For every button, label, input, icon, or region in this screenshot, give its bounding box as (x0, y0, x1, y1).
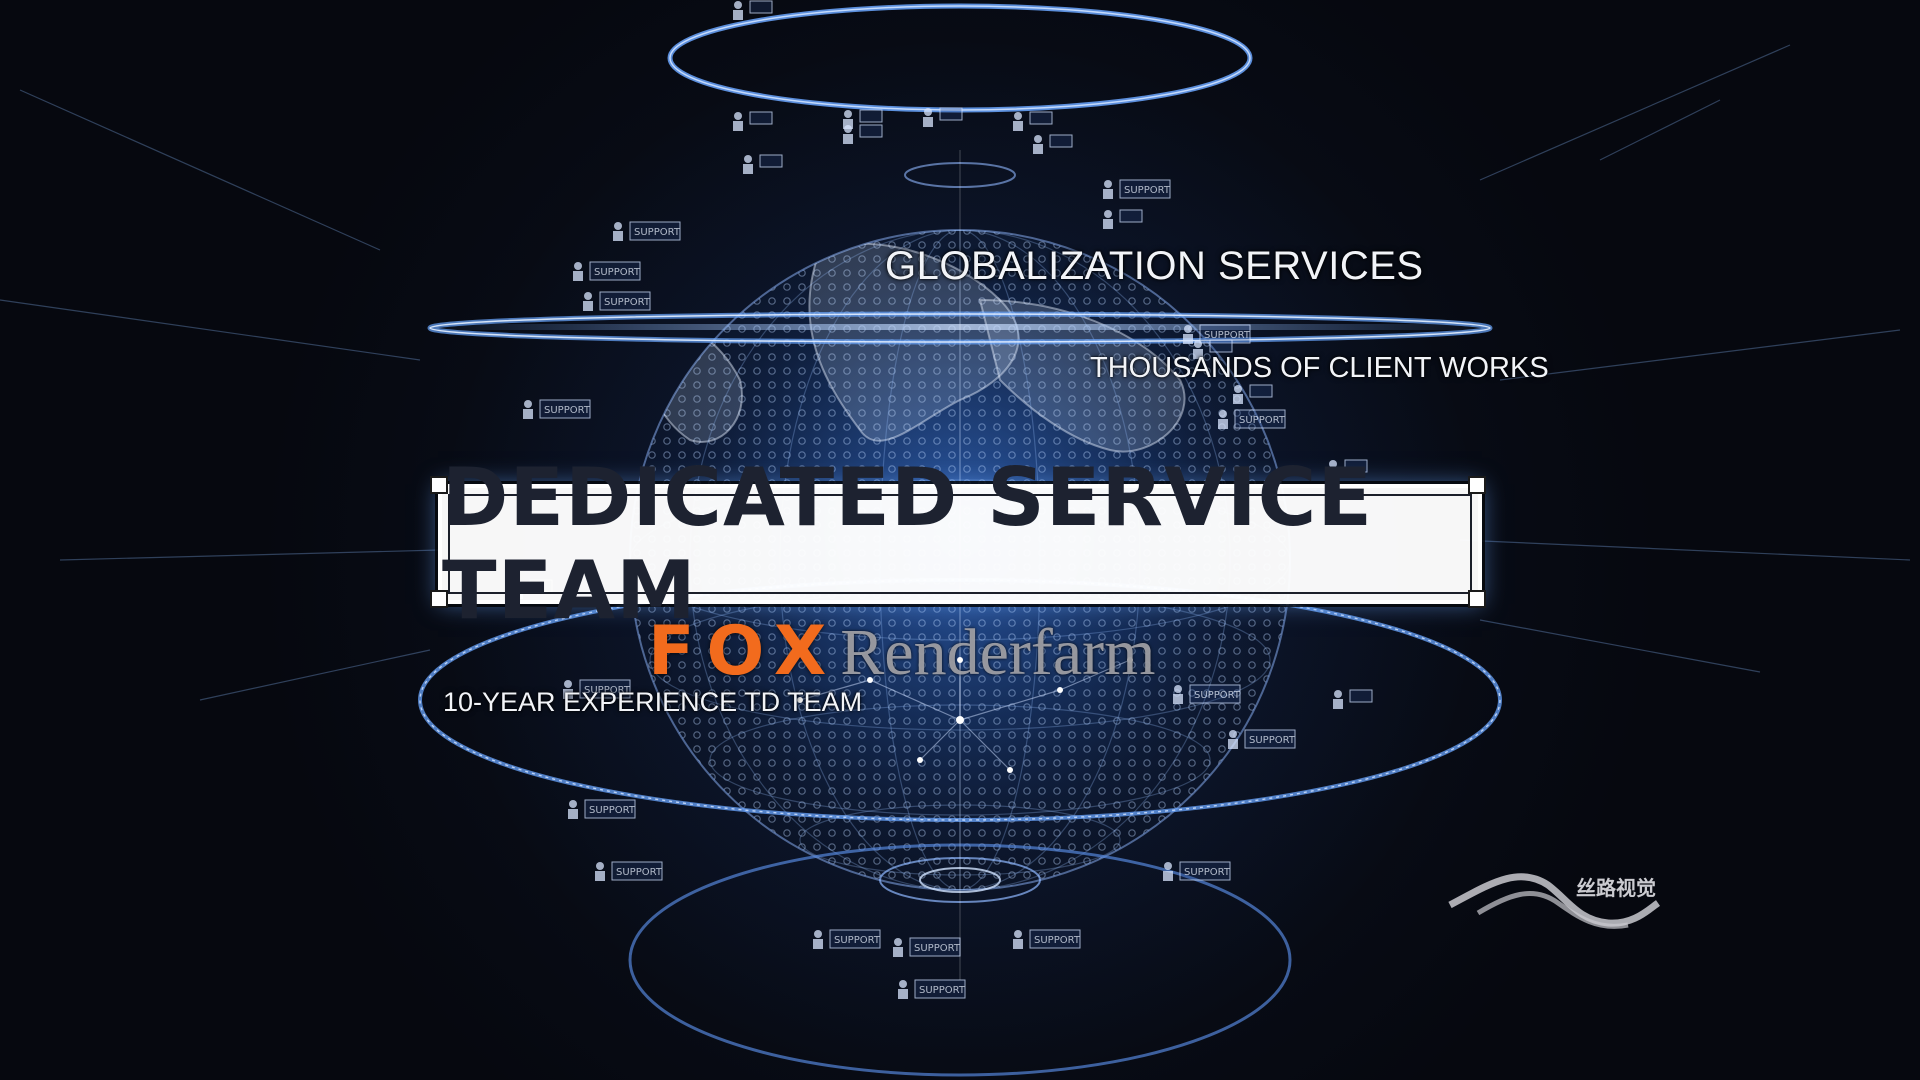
support-card: SUPPORT (1103, 179, 1171, 199)
support-card (1193, 339, 1233, 359)
support-card: SUPPORT (1183, 324, 1251, 344)
support-card (1333, 689, 1373, 709)
support-label: SUPPORT (919, 985, 966, 996)
support-card: SUPPORT (813, 929, 881, 949)
support-label: SUPPORT (1034, 935, 1081, 946)
support-card (733, 111, 773, 131)
support-label: SUPPORT (1124, 185, 1171, 196)
light-streaks (0, 44, 1911, 701)
support-card (1013, 111, 1053, 131)
support-card: SUPPORT (563, 679, 631, 699)
support-label: SUPPORT (914, 943, 961, 954)
support-card (1328, 459, 1368, 479)
support-card: SUPPORT (1173, 684, 1241, 704)
support-label: SUPPORT (604, 297, 651, 308)
client-works-caption: THOUSANDS OF CLIENT WORKS (1090, 352, 1549, 384)
support-label: SUPPORT (616, 867, 663, 878)
support-label: SUPPORT (1184, 867, 1231, 878)
support-label: SUPPORT (584, 685, 631, 696)
banner-corner-handle (430, 476, 448, 494)
headline-banner: DEDICATED SERVICE TEAM (438, 451, 1482, 637)
network-lines (799, 659, 1131, 771)
support-card: SUPPORT (1228, 729, 1296, 749)
logo-fox: FOX (648, 612, 839, 691)
support-label: SUPPORT (1239, 415, 1286, 426)
support-card: SUPPORT (1163, 861, 1231, 881)
support-card: SUPPORT (1218, 409, 1286, 429)
support-cards: SUPPORT SUPPORT SUPPORT SUPPORT SUPPORT SUPPO… (513, 0, 1373, 999)
support-card: SUPPORT (898, 979, 966, 999)
support-label: SUPPORT (1204, 330, 1251, 341)
support-card: SUPPORT (523, 399, 591, 419)
support-card (733, 0, 773, 20)
foxrenderfarm-logo: FOX Renderfarm (648, 612, 1155, 691)
support-label: SUPPORT (544, 405, 591, 416)
support-card: SUPPORT (1013, 929, 1081, 949)
support-card: SUPPORT (568, 799, 636, 819)
support-card: SUPPORT (595, 861, 663, 881)
watermark-wave-icon (1448, 873, 1661, 929)
support-label: SUPPORT (634, 227, 681, 238)
support-label: SUPPORT (594, 267, 641, 278)
support-label: SUPPORT (1194, 690, 1241, 701)
watermark-text: 丝路视觉 (1576, 876, 1656, 900)
support-card (843, 124, 883, 144)
headline-text: DEDICATED SERVICE TEAM (442, 451, 1374, 637)
support-card (1233, 384, 1273, 404)
support-card: SUPPORT (583, 291, 651, 311)
experience-caption: 10-YEAR EXPERIENCE TD TEAM (443, 687, 863, 717)
support-card (923, 107, 963, 127)
support-card: SUPPORT (573, 261, 641, 281)
support-card (743, 154, 783, 174)
banner-corner-handle (430, 590, 448, 608)
banner-corner-handle (1468, 590, 1486, 608)
support-card (1103, 209, 1143, 229)
banner-corner-handle (1468, 476, 1486, 494)
support-label: SUPPORT (1249, 735, 1296, 746)
logo-renderfarm: Renderfarm (840, 616, 1156, 689)
support-card (1033, 134, 1073, 154)
support-label: SUPPORT (589, 805, 636, 816)
support-card (843, 109, 883, 129)
support-label: SUPPORT (834, 935, 881, 946)
globalization-caption: GLOBALIZATION SERVICES (885, 244, 1424, 288)
support-card: SUPPORT (613, 221, 681, 241)
support-card: SUPPORT (893, 937, 961, 957)
